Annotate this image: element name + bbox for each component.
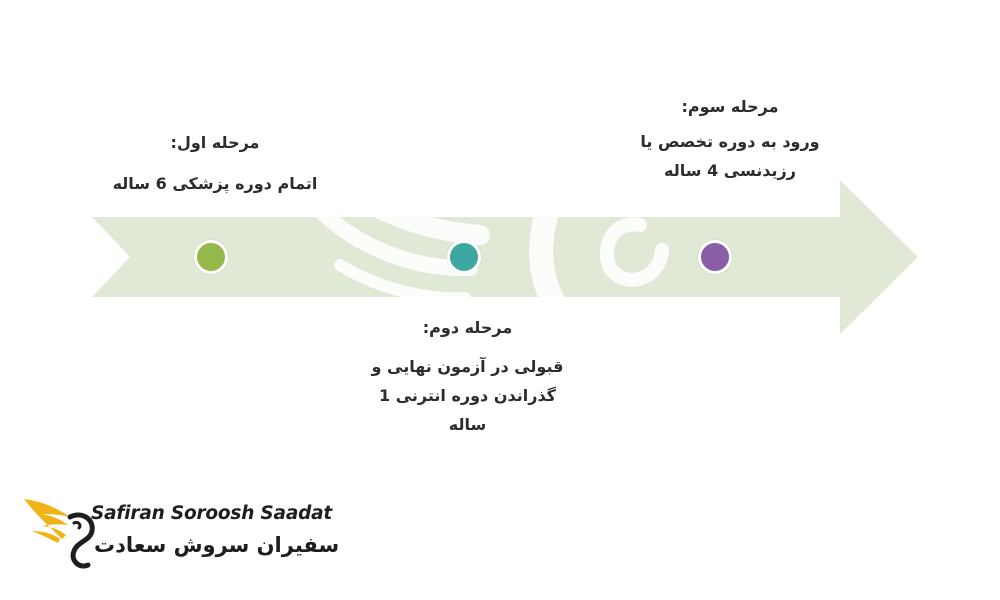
company-logo: Safiran Soroosh Saadat سفیران سروش سعادت (22, 495, 339, 575)
stage-2-line-2: گذراندن دوره انترنی 1 (379, 386, 556, 405)
stage-3-label: مرحله سوم: ورود به دوره تخصص یا رزیدنسی … (610, 92, 850, 185)
logo-name-persian: سفیران سروش سعادت (94, 533, 340, 557)
timeline-arrow-shape (92, 180, 918, 334)
stage-1-label: مرحله اول: اتمام دوره پزشکی 6 ساله (100, 128, 330, 198)
stage-3-heading: مرحله سوم: (681, 97, 779, 116)
stage-3-line-1: ورود به دوره تخصص یا (640, 132, 820, 151)
stage-1-line-1: اتمام دوره پزشکی 6 ساله (112, 174, 318, 193)
stage-2-label: مرحله دوم: قبولی در آزمون نهایی و گذراند… (355, 313, 580, 439)
stage-3-dot (698, 240, 732, 274)
stage-2-heading: مرحله دوم: (422, 318, 513, 337)
stage-1-heading: مرحله اول: (170, 133, 260, 152)
stage-1-dot (194, 240, 228, 274)
stage-3-line-2: رزیدنسی 4 ساله (664, 161, 796, 180)
stage-2-line-3: ساله (448, 415, 487, 434)
golden-wing-logo-icon (24, 499, 95, 569)
stage-2-line-1: قبولی در آزمون نهایی و (371, 357, 564, 376)
logo-name-english: Safiran Soroosh Saadat (91, 503, 333, 524)
stage-2-dot (447, 240, 481, 274)
